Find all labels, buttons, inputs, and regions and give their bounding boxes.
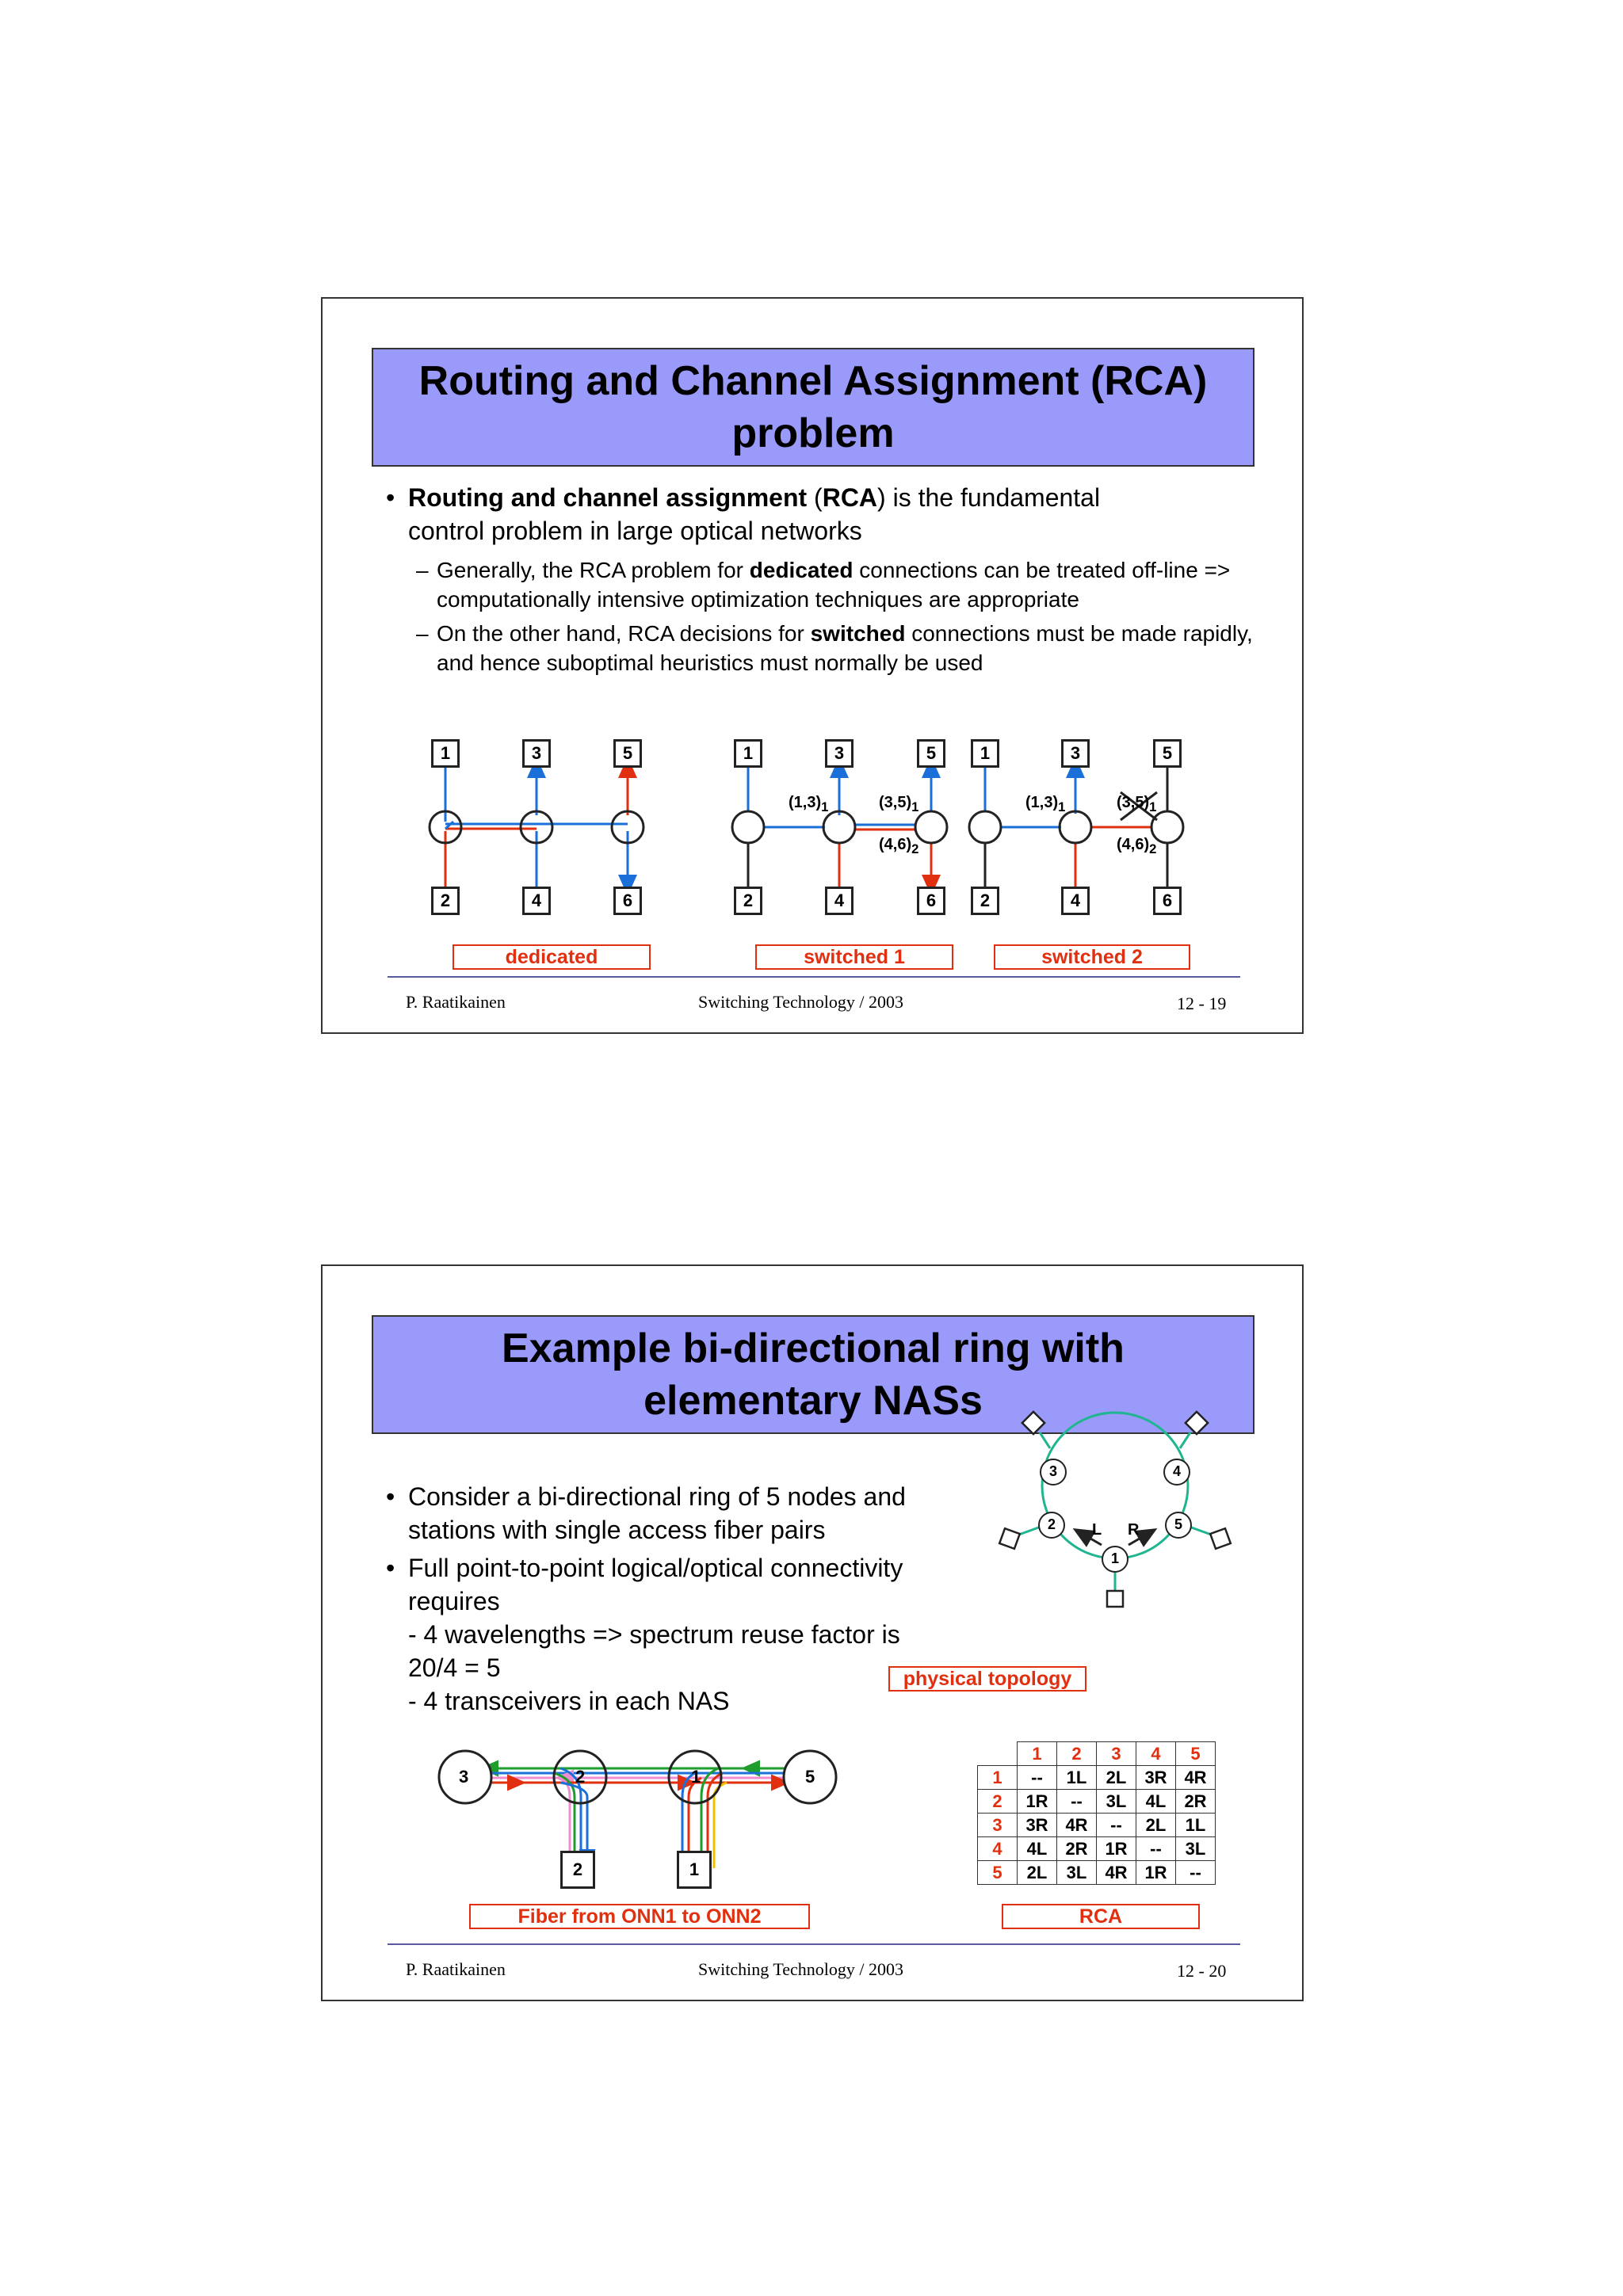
label-4-6: (4,6)2 bbox=[879, 836, 919, 856]
ring-diagram bbox=[437, 1410, 1232, 1868]
ring-node-3: 3 bbox=[1040, 1459, 1067, 1486]
footer-course: Switching Technology / 2003 bbox=[698, 992, 903, 1012]
slide-body: Consider a bi-directional ring of 5 node… bbox=[386, 1480, 957, 1718]
fiber-node-5: 5 bbox=[805, 1767, 815, 1787]
station-1: 1 bbox=[971, 739, 999, 768]
caption-rca: RCA bbox=[1002, 1904, 1200, 1929]
ring-labels: 3 4 2 5 1 L R 3 2 1 5 2 1 bbox=[323, 1266, 1305, 2003]
caption-fiber: Fiber from ONN1 to ONN2 bbox=[469, 1904, 810, 1929]
line-reuse-factor: 20/4 = 5 bbox=[408, 1653, 501, 1682]
title-line-2: problem bbox=[731, 410, 895, 456]
footer-page-number: 12 - 19 bbox=[1177, 994, 1227, 1013]
caption-dedicated: dedicated bbox=[453, 944, 651, 970]
slide-title: Routing and Channel Assignment (RCA) pro… bbox=[372, 348, 1254, 467]
station-3: 3 bbox=[1061, 739, 1090, 768]
title-line-1: Example bi-directional ring with bbox=[502, 1325, 1125, 1371]
bullet-ring-description: Consider a bi-directional ring of 5 node… bbox=[386, 1480, 957, 1547]
label-3-5: (3,5)1 bbox=[879, 794, 919, 814]
fiber-station-2: 2 bbox=[560, 1851, 595, 1889]
footer-author: P. Raatikainen bbox=[406, 1959, 506, 1979]
slide-body: Routing and channel assignment (RCA) is … bbox=[386, 481, 1258, 677]
ring-node-2: 2 bbox=[1038, 1512, 1065, 1539]
station-4: 4 bbox=[1061, 887, 1090, 915]
station-6: 6 bbox=[1153, 887, 1182, 915]
station-6: 6 bbox=[917, 887, 945, 915]
footer-divider bbox=[388, 976, 1240, 978]
station-2: 2 bbox=[971, 887, 999, 915]
line-transceivers: - 4 transceivers in each NAS bbox=[408, 1687, 730, 1715]
sub-bullet-switched: On the other hand, RCA decisions for swi… bbox=[386, 619, 1258, 677]
label-1-3: (1,3)1 bbox=[1025, 794, 1066, 814]
station-5: 5 bbox=[1153, 739, 1182, 768]
slide-12-20: Example bi-directional ring with element… bbox=[321, 1264, 1304, 2001]
ring-node-4: 4 bbox=[1163, 1459, 1190, 1486]
fiber-diagram bbox=[437, 1749, 838, 1868]
caption-switched-2: switched 2 bbox=[994, 944, 1190, 970]
fiber-node-2: 2 bbox=[575, 1767, 586, 1787]
rca-diagrams bbox=[428, 757, 1185, 896]
station-6: 6 bbox=[613, 887, 642, 915]
station-5: 5 bbox=[613, 739, 642, 768]
label-left-direction: L bbox=[1092, 1521, 1102, 1539]
station-4: 4 bbox=[522, 887, 551, 915]
diagram-dedicated bbox=[428, 757, 645, 896]
fiber-node-3: 3 bbox=[459, 1767, 469, 1787]
station-1: 1 bbox=[431, 739, 460, 768]
label-right-direction: R bbox=[1128, 1521, 1140, 1539]
ring-node-5: 5 bbox=[1165, 1512, 1192, 1539]
fiber-station-1: 1 bbox=[677, 1851, 712, 1889]
footer-course: Switching Technology / 2003 bbox=[698, 1959, 903, 1979]
station-1: 1 bbox=[734, 739, 762, 768]
line-wavelengths: - 4 wavelengths => spectrum reuse factor… bbox=[408, 1620, 900, 1649]
caption-physical-topology: physical topology bbox=[888, 1666, 1086, 1691]
ring-node-1: 1 bbox=[1102, 1546, 1128, 1573]
label-1-3: (1,3)1 bbox=[789, 794, 829, 814]
bullet-rca-definition: Routing and channel assignment (RCA) is … bbox=[386, 481, 1258, 547]
label-4-6: (4,6)2 bbox=[1117, 836, 1157, 856]
footer-divider bbox=[388, 1943, 1240, 1945]
station-2: 2 bbox=[431, 887, 460, 915]
slide-12-19: Routing and Channel Assignment (RCA) pro… bbox=[321, 297, 1304, 1034]
footer-author: P. Raatikainen bbox=[406, 992, 506, 1012]
station-2: 2 bbox=[734, 887, 762, 915]
label-3-5-blocked: (3,5)1 bbox=[1117, 794, 1157, 814]
diagram-labels: 1 3 5 2 4 6 1 3 5 2 4 6 1 3 5 2 4 6 (1,3… bbox=[323, 299, 1305, 1035]
station-5: 5 bbox=[917, 739, 945, 768]
station-3: 3 bbox=[522, 739, 551, 768]
caption-switched-1: switched 1 bbox=[755, 944, 953, 970]
sub-bullet-dedicated: Generally, the RCA problem for dedicated… bbox=[386, 555, 1258, 614]
station-4: 4 bbox=[825, 887, 854, 915]
footer-page-number: 12 - 20 bbox=[1177, 1961, 1227, 1981]
title-line-1: Routing and Channel Assignment (RCA) bbox=[418, 358, 1208, 404]
fiber-node-1: 1 bbox=[691, 1767, 701, 1787]
station-3: 3 bbox=[825, 739, 854, 768]
title-line-2: elementary NASs bbox=[643, 1378, 983, 1424]
slide-title: Example bi-directional ring with element… bbox=[372, 1315, 1254, 1434]
bullet-connectivity: Full point-to-point logical/optical conn… bbox=[386, 1551, 957, 1618]
